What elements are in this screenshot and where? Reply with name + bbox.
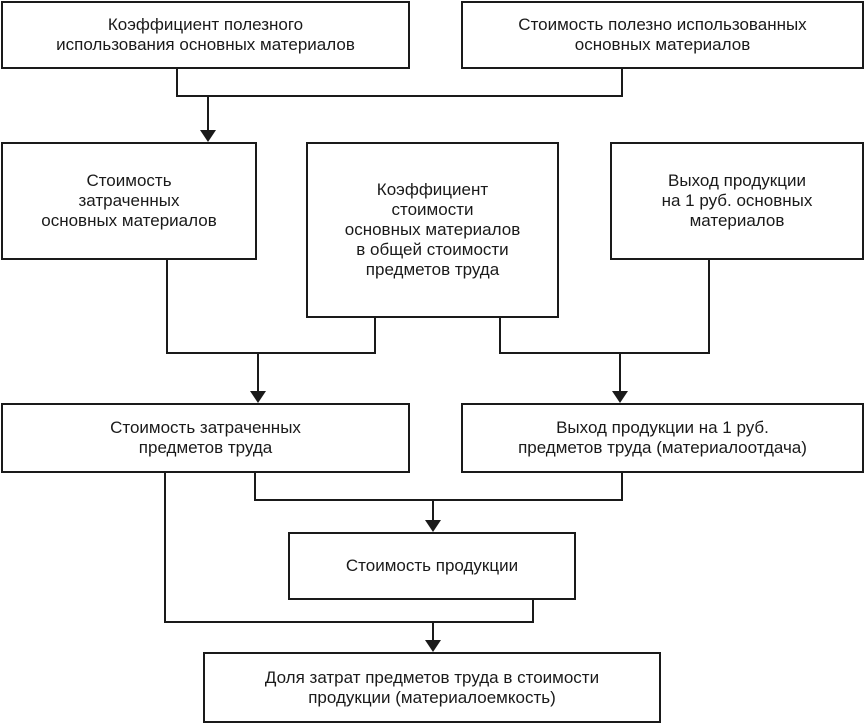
connector-to-cost-spent-objects	[166, 260, 376, 403]
arrow-down-icon	[612, 391, 628, 403]
node-material-utilization-coefficient: Коэффициент полезного использования осно…	[1, 1, 410, 69]
connector-to-output-per-ruble-objects	[499, 260, 710, 403]
arrow-down-icon	[250, 391, 266, 403]
arrow-down-icon	[425, 640, 441, 652]
connector-to-cost-spent-materials	[176, 69, 623, 142]
node-product-cost: Стоимость продукции	[288, 532, 576, 600]
node-output-per-ruble-materials: Выход продукции на 1 руб. основных матер…	[610, 142, 864, 260]
arrow-down-icon	[425, 520, 441, 532]
node-materials-share-coefficient: Коэффициент стоимости основных материало…	[306, 142, 559, 318]
node-cost-spent-materials: Стоимость затраченных основных материало…	[1, 142, 257, 260]
connector-to-product-cost	[254, 473, 623, 532]
node-output-per-ruble-objects: Выход продукции на 1 руб. предметов труд…	[461, 403, 864, 473]
arrow-down-icon	[200, 130, 216, 142]
node-material-intensity: Доля затрат предметов труда в стоимости …	[203, 652, 661, 723]
node-cost-useful-materials: Стоимость полезно использованных основны…	[461, 1, 864, 69]
node-cost-spent-objects-of-labor: Стоимость затраченных предметов труда	[1, 403, 410, 473]
connector-to-material-intensity	[164, 473, 534, 652]
